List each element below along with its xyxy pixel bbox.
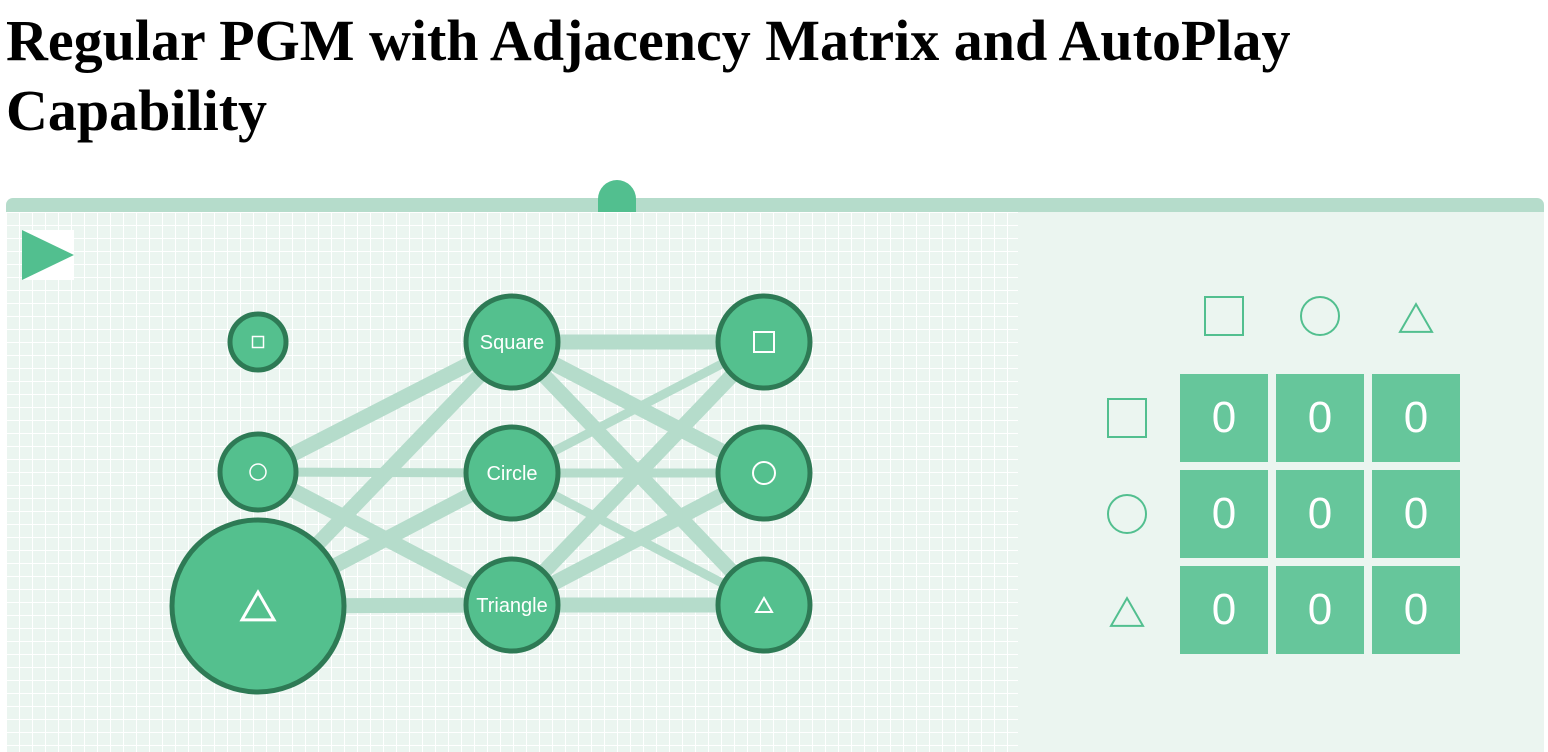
graph-node-l-square[interactable] bbox=[227, 311, 289, 373]
page-title: Regular PGM with Adjacency Matrix and Au… bbox=[6, 8, 1291, 143]
square-icon bbox=[753, 331, 775, 353]
timeline-slider-track[interactable] bbox=[6, 198, 1544, 212]
circle-icon bbox=[1107, 494, 1147, 534]
graph-node-m-square[interactable]: Square bbox=[463, 293, 561, 391]
graph-node-circle bbox=[463, 293, 561, 391]
matrix-column-header-triangle bbox=[1392, 292, 1440, 344]
square-icon bbox=[1204, 296, 1244, 336]
triangle-icon bbox=[1398, 302, 1434, 333]
circle-shape bbox=[1300, 296, 1340, 336]
play-button[interactable] bbox=[22, 230, 74, 280]
triangle-shape bbox=[1109, 596, 1145, 627]
circle-shape bbox=[1107, 494, 1147, 534]
graph-node-m-triangle[interactable]: Triangle bbox=[463, 556, 561, 654]
graph-node-l-circle[interactable] bbox=[217, 431, 299, 513]
square-shape bbox=[1204, 296, 1244, 336]
matrix-cell[interactable]: 0 bbox=[1180, 374, 1268, 462]
square-icon bbox=[251, 335, 265, 349]
graph-node-r-circle[interactable] bbox=[715, 424, 813, 522]
graph-node-r-square[interactable] bbox=[715, 293, 813, 391]
graph-node-circle bbox=[227, 311, 289, 373]
matrix-cell[interactable]: 0 bbox=[1372, 566, 1460, 654]
matrix-cell[interactable]: 0 bbox=[1180, 470, 1268, 558]
matrix-row-header-square bbox=[1103, 394, 1151, 446]
graph-node-circle bbox=[169, 517, 347, 695]
graph-node-label: Square bbox=[480, 332, 545, 354]
timeline-slider-handle[interactable] bbox=[598, 180, 636, 212]
matrix-column-header-square bbox=[1200, 292, 1248, 344]
triangle-icon bbox=[1109, 596, 1145, 627]
matrix-cell[interactable]: 0 bbox=[1372, 470, 1460, 558]
square-shape bbox=[1107, 398, 1147, 438]
matrix-row-header-circle bbox=[1103, 490, 1151, 542]
graph-node-m-circle[interactable]: Circle bbox=[463, 424, 561, 522]
graph-node-circle bbox=[463, 424, 561, 522]
circle-icon bbox=[752, 461, 776, 485]
triangle-shape bbox=[1398, 302, 1434, 333]
graph-node-circle bbox=[715, 293, 813, 391]
play-triangle-icon bbox=[22, 230, 74, 280]
graph-node-l-triangle[interactable] bbox=[169, 517, 347, 695]
graph-node-circle bbox=[463, 556, 561, 654]
graph-node-label: Circle bbox=[486, 463, 537, 485]
triangle-icon bbox=[239, 589, 277, 622]
graph-node-label: Triangle bbox=[476, 595, 548, 617]
matrix-cell[interactable]: 0 bbox=[1276, 374, 1364, 462]
circle-icon bbox=[1300, 296, 1340, 336]
square-icon bbox=[1107, 398, 1147, 438]
matrix-row-header-triangle bbox=[1103, 586, 1151, 638]
matrix-column-header-circle bbox=[1296, 292, 1344, 344]
circle-icon bbox=[249, 463, 267, 481]
graph-node-circle bbox=[715, 556, 813, 654]
matrix-cell[interactable]: 0 bbox=[1180, 566, 1268, 654]
matrix-cell[interactable]: 0 bbox=[1372, 374, 1460, 462]
graph-node-circle bbox=[715, 424, 813, 522]
graph-node-r-triangle[interactable] bbox=[715, 556, 813, 654]
triangle-icon bbox=[754, 596, 774, 613]
matrix-cell[interactable]: 0 bbox=[1276, 470, 1364, 558]
graph-edge-m-triangle-r-square bbox=[506, 336, 770, 611]
graph-node-circle bbox=[217, 431, 299, 513]
matrix-cell[interactable]: 0 bbox=[1276, 566, 1364, 654]
